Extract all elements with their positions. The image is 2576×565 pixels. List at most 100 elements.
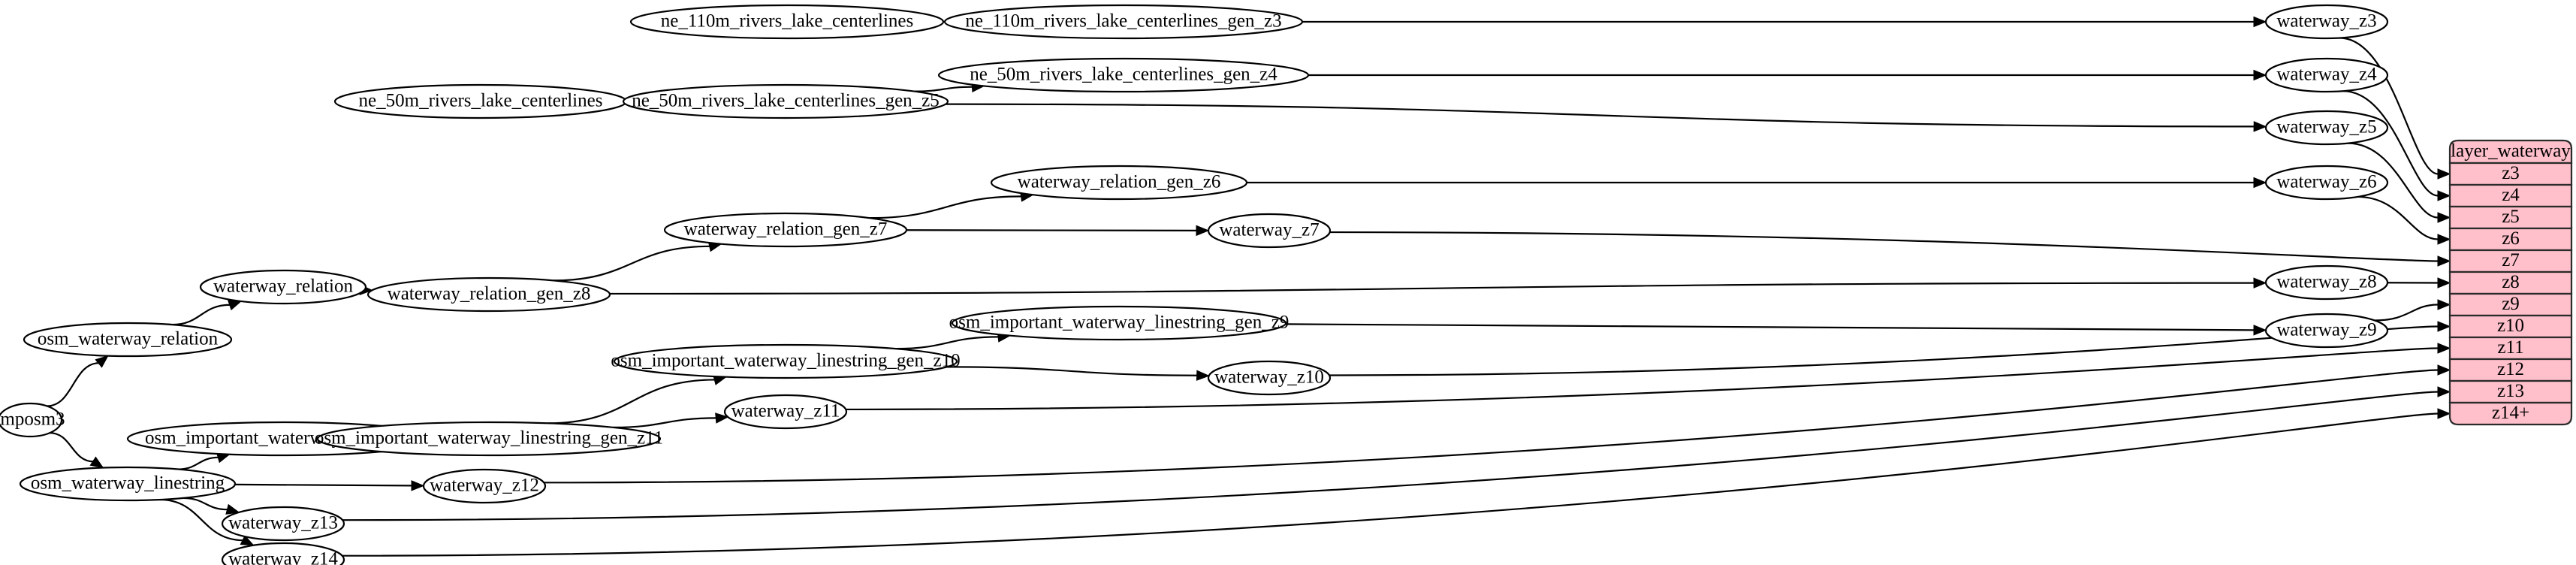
- edge-imposm3-to-osm_waterway_linestring: [50, 432, 104, 469]
- edge-waterway_z14-to-layer_waterway-z14+: [342, 408, 2451, 557]
- edge-waterway_relation_gen_z8-to-waterway_relation_gen_z7: [553, 241, 722, 282]
- node-label: waterway_z9: [2276, 320, 2376, 340]
- node-waterway_relation_gen_z8[interactable]: waterway_relation_gen_z8: [366, 276, 611, 313]
- node-label: waterway_z6: [2276, 172, 2376, 192]
- table-row-label: z8: [2502, 272, 2520, 292]
- edge-osm_important_waterway_linestring_gen_z11-to-waterway_z11: [613, 412, 729, 428]
- node-osm_important_waterway_linestring_gen_z9[interactable]: osm_important_waterway_linestring_gen_z9: [949, 305, 1290, 341]
- node-label: ne_50m_rivers_lake_centerlines_gen_z4: [970, 65, 1277, 85]
- edge-ne_110m_rivers_lake_centerlines_gen_z3-to-waterway_z3: [1302, 16, 2267, 28]
- node-waterway_z3[interactable]: waterway_z3: [2264, 4, 2389, 40]
- node-osm_waterway_relation[interactable]: osm_waterway_relation: [23, 322, 233, 358]
- edge-osm_important_waterway_linestring_gen_z11-to-osm_important_waterway_linestring_gen_z10: [548, 374, 728, 425]
- node-ne_50m_rivers_lake_centerlines_gen_z5[interactable]: ne_50m_rivers_lake_centerlines_gen_z5: [622, 83, 949, 119]
- node-osm_important_waterway_linestring_gen_z11[interactable]: osm_important_waterway_linestring_gen_z1…: [315, 421, 663, 457]
- edge-osm_important_waterway_linestring_gen_z10-to-waterway_z10: [946, 366, 1210, 381]
- edge-ne_50m_rivers_lake_centerlines_gen_z5-to-waterway_z5: [946, 103, 2267, 132]
- edge-ne_50m_rivers_lake_centerlines_gen_z4-to-waterway_z4: [1308, 69, 2267, 81]
- node-waterway_z6[interactable]: waterway_z6: [2264, 165, 2389, 201]
- table-header-cell: [2448, 139, 2573, 165]
- nodes-layer: imposm3 osm_waterway_relation osm_waterway…: [0, 4, 2389, 565]
- edge-waterway_z7-to-layer_waterway-z7: [1329, 231, 2451, 267]
- node-waterway_z11[interactable]: waterway_z11: [723, 394, 848, 430]
- node-label: osm_waterway_relation: [38, 329, 219, 349]
- node-label: waterway_z11: [731, 401, 840, 421]
- edge-osm_waterway_relation-to-waterway_relation: [171, 300, 243, 326]
- node-waterway_relation_gen_z6[interactable]: waterway_relation_gen_z6: [990, 165, 1248, 201]
- node-label: waterway_z10: [1214, 367, 1324, 388]
- node-label: waterway_z4: [2276, 65, 2377, 85]
- edge-osm_waterway_linestring-to-waterway_z14: [160, 498, 255, 546]
- node-label: waterway_relation: [213, 276, 354, 297]
- node-ne_50m_rivers_lake_centerlines[interactable]: ne_50m_rivers_lake_centerlines: [333, 83, 628, 119]
- edge-waterway_z9-to-layer_waterway-z9: [2375, 299, 2451, 322]
- node-label: ne_110m_rivers_lake_centerlines_gen_z3: [965, 11, 1281, 32]
- node-label: waterway_z3: [2276, 11, 2376, 32]
- edges-layer: [47, 16, 2451, 557]
- edge-waterway_relation_gen_z6-to-waterway_z6: [1247, 177, 2267, 189]
- node-label: osm_important_waterway_linestring_gen_z1…: [611, 351, 960, 371]
- node-label: waterway_relation_gen_z8: [388, 284, 591, 304]
- edge-waterway_z13-to-layer_waterway-z13: [342, 386, 2451, 521]
- node-waterway_z10[interactable]: waterway_z10: [1207, 360, 1332, 396]
- node-label: osm_important_waterway_linestring_gen_z1…: [315, 428, 663, 449]
- table-row-label: z13: [2497, 381, 2524, 401]
- node-label: waterway_z14: [228, 549, 338, 565]
- node-label: ne_110m_rivers_lake_centerlines: [661, 11, 913, 32]
- table-row-label: z6: [2502, 228, 2520, 249]
- node-label: waterway_z13: [228, 513, 338, 533]
- node-label: imposm3: [0, 409, 65, 430]
- node-label: ne_50m_rivers_lake_centerlines_gen_z5: [632, 91, 940, 111]
- node-waterway_z9[interactable]: waterway_z9: [2264, 313, 2389, 349]
- edge-waterway_z6-to-layer_waterway-z6: [2357, 195, 2451, 245]
- node-waterway_relation_gen_z7[interactable]: waterway_relation_gen_z7: [663, 212, 908, 248]
- table-row-label: z12: [2497, 359, 2524, 379]
- edge-waterway_relation_gen_z8-to-waterway_z8: [609, 277, 2267, 295]
- node-label: waterway_relation_gen_z7: [684, 219, 888, 240]
- edge-waterway_z8-to-layer_waterway-z8: [2387, 277, 2451, 289]
- edge-waterway_z4-to-layer_waterway-z4: [2342, 90, 2451, 201]
- edge-waterway_z11-to-layer_waterway-z11: [846, 343, 2451, 411]
- node-label: waterway_z7: [1219, 220, 1319, 240]
- node-waterway_z12[interactable]: waterway_z12: [422, 468, 547, 504]
- edge-osm_waterway_linestring-to-waterway_z13: [182, 497, 240, 515]
- node-waterway_z7[interactable]: waterway_z7: [1207, 213, 1332, 249]
- node-label: osm_waterway_linestring: [31, 473, 225, 494]
- table-row-label: z10: [2497, 316, 2524, 336]
- edge-osm_important_waterway_linestring_gen_z9-to-waterway_z9: [1285, 323, 2267, 336]
- node-osm_waterway_linestring[interactable]: osm_waterway_linestring: [19, 466, 237, 502]
- node-label: waterway_relation_gen_z6: [1018, 172, 1221, 192]
- edge-osm_waterway_linestring-to-waterway_z12: [234, 480, 425, 491]
- table-title: layer_waterway: [2451, 141, 2571, 162]
- edge-waterway_relation_gen_z7-to-waterway_relation_gen_z6: [869, 191, 1034, 219]
- node-label: waterway_z5: [2276, 117, 2376, 137]
- node-label: waterway_z12: [430, 476, 539, 496]
- edge-waterway_z12-to-layer_waterway-z12: [544, 364, 2451, 484]
- table-row-label: z7: [2502, 250, 2520, 270]
- node-ne_110m_rivers_lake_centerlines[interactable]: ne_110m_rivers_lake_centerlines: [629, 4, 945, 40]
- table-row-label: z5: [2502, 207, 2520, 227]
- table-row-label: z4: [2502, 185, 2520, 205]
- node-label: osm_important_waterway_linestring_gen_z9: [949, 313, 1290, 333]
- edge-imposm3-to-osm_waterway_relation: [47, 355, 109, 407]
- node-ne_110m_rivers_lake_centerlines_gen_z3[interactable]: ne_110m_rivers_lake_centerlines_gen_z3: [943, 4, 1304, 40]
- node-label: waterway_z8: [2276, 272, 2376, 292]
- node-ne_50m_rivers_lake_centerlines_gen_z4[interactable]: ne_50m_rivers_lake_centerlines_gen_z4: [937, 57, 1310, 93]
- table-row-label: z11: [2497, 337, 2523, 358]
- layer-waterway-table: layer_waterwayz3z4z5z6z7z8z9z10z11z12z13…: [2448, 139, 2573, 426]
- node-imposm3[interactable]: imposm3: [0, 402, 65, 438]
- edge-waterway_relation_gen_z7-to-waterway_z7: [906, 225, 1210, 237]
- node-waterway_z8[interactable]: waterway_z8: [2264, 264, 2389, 301]
- table-row-label: z14+: [2492, 403, 2529, 423]
- node-waterway_z13[interactable]: waterway_z13: [221, 506, 345, 542]
- table-row-label: z9: [2502, 294, 2520, 314]
- table-row-z14+[interactable]: [2448, 401, 2573, 426]
- node-waterway_z5[interactable]: waterway_z5: [2264, 110, 2389, 146]
- node-osm_important_waterway_linestring_gen_z10[interactable]: osm_important_waterway_linestring_gen_z1…: [611, 343, 961, 379]
- edge-waterway_z5-to-layer_waterway-z5: [2348, 142, 2451, 223]
- node-waterway_z14[interactable]: waterway_z14: [221, 542, 345, 565]
- node-waterway_relation[interactable]: waterway_relation: [199, 269, 367, 305]
- node-waterway_z4[interactable]: waterway_z4: [2264, 57, 2389, 93]
